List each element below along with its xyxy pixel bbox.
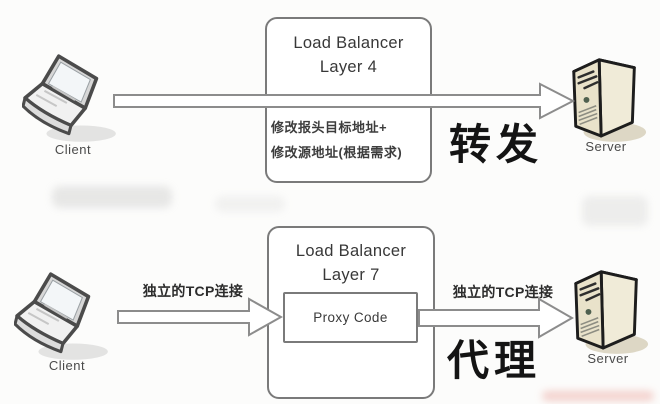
tcp-connection-label-right: 独立的TCP连接 xyxy=(452,284,554,300)
proxy-arrow-right-icon xyxy=(418,297,574,339)
layer4-note-line1: 修改报头目标地址+ xyxy=(271,120,388,135)
load-balancer-layer4-title: Load Balancer Layer 4 xyxy=(267,19,430,80)
client-label: Client xyxy=(54,142,92,157)
server-tower-icon xyxy=(572,58,647,142)
watermark-smudge xyxy=(582,196,648,226)
laptop-icon xyxy=(22,54,116,142)
proxy-mode-label: 代理 xyxy=(447,337,542,384)
client-label: Client xyxy=(48,358,86,373)
forwarding-mode-label: 转发 xyxy=(449,121,544,168)
tcp-connection-label-left: 独立的TCP连接 xyxy=(142,283,244,299)
laptop-icon xyxy=(14,272,108,360)
watermark-smudge xyxy=(215,196,285,212)
layer4-note-line2: 修改源地址(根据需求) xyxy=(271,145,403,160)
server-label: Server xyxy=(585,139,627,154)
proxy-code-box: Proxy Code xyxy=(283,292,418,343)
load-balancer-layer7-title-line1: Load Balancer xyxy=(295,242,407,260)
proxy-code-label: Proxy Code xyxy=(313,310,388,325)
server-tower-icon xyxy=(574,270,649,354)
load-balancer-layer4-title-line2: Layer 4 xyxy=(319,57,378,76)
watermark-smudge xyxy=(52,186,172,208)
forward-arrow-icon xyxy=(113,82,576,120)
load-balancer-layer7-title: Load Balancer Layer 7 xyxy=(269,228,433,288)
load-balancer-layer4-title-line1: Load Balancer xyxy=(293,34,404,52)
proxy-arrow-left-icon xyxy=(117,297,283,337)
load-balancer-layer7-title-line2: Layer 7 xyxy=(322,265,380,284)
watermark-smudge xyxy=(542,391,654,401)
server-label: Server xyxy=(587,351,629,366)
